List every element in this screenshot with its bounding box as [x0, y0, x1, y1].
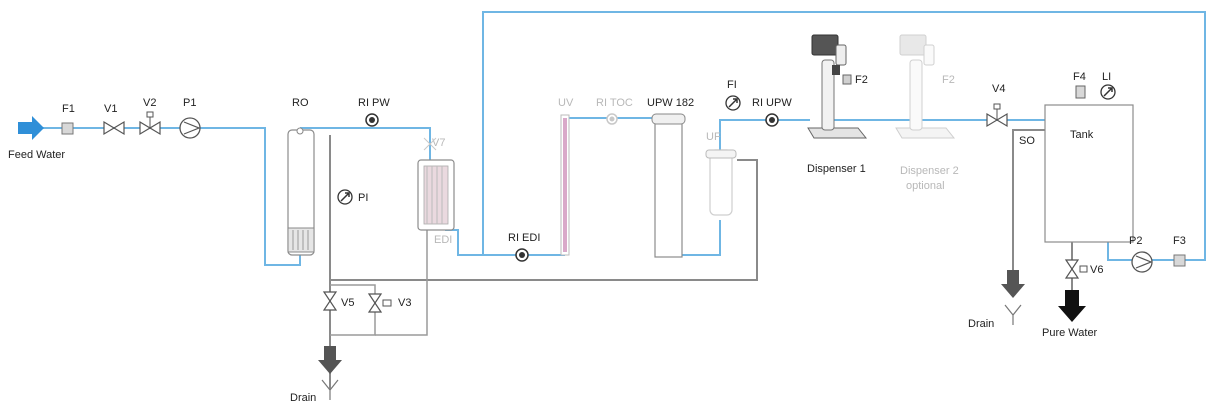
uf-cap: [705, 149, 737, 159]
valve-icon: [103, 120, 125, 136]
tank-p2-pipe: [1107, 240, 1135, 261]
f2-dispenser1-label: F2: [855, 74, 868, 86]
f3-label: F3: [1173, 235, 1186, 247]
p2-label: P2: [1129, 235, 1142, 247]
p1-label: P1: [183, 97, 196, 109]
v3-label: V3: [398, 297, 411, 309]
sensor-dot: [609, 116, 615, 122]
sensor-dot: [519, 252, 525, 258]
gauge-arrow: [728, 98, 738, 108]
valve-icon: [1064, 259, 1080, 279]
upw-outlet-pipe: [682, 220, 721, 256]
v1-label: V1: [104, 103, 117, 115]
uv-lamp-tube: [563, 118, 567, 252]
ri-pw-label: RI PW: [358, 97, 390, 109]
sensor-dot: [369, 117, 375, 123]
pure-water-label: Pure Water: [1042, 327, 1098, 339]
dispenser-optional-icon: [895, 34, 956, 139]
feed-water-label: Feed Water: [8, 149, 65, 161]
fi-label: FI: [727, 79, 737, 91]
ri-edi-label: RI EDI: [508, 232, 540, 244]
so-label: SO: [1019, 135, 1035, 147]
valve-actuator: [382, 299, 392, 307]
upw-cartridge-icon: [654, 114, 683, 258]
ro-label: RO: [292, 97, 309, 109]
drain-arrow-icon: [1001, 270, 1025, 298]
v4-label: V4: [992, 83, 1005, 95]
drain-icon: [1004, 304, 1022, 325]
drain-icon: [321, 379, 339, 400]
v7-valve-icon: [423, 137, 437, 151]
f2-dispenser2-label: F2: [942, 74, 955, 86]
upw182-label: UPW 182: [647, 97, 694, 109]
upw-cap: [651, 113, 686, 125]
f1-label: F1: [62, 103, 75, 115]
flow-meter-icon: [842, 74, 852, 85]
drain-right-label: Drain: [968, 318, 994, 330]
dispenser1-label: Dispenser 1: [807, 163, 866, 175]
uf-inlet-pipe: [719, 119, 810, 150]
tank-label: Tank: [1070, 129, 1094, 141]
feed-pipe: [40, 127, 301, 266]
uf-label: UF: [706, 131, 721, 143]
optional-label: optional: [906, 180, 945, 192]
sensor-dot: [769, 117, 775, 123]
pump-icon: [1131, 251, 1153, 273]
edi-outlet-pipe: [445, 229, 565, 256]
drain-left-label: Drain: [290, 392, 316, 404]
pump-triangle: [183, 121, 201, 135]
gauge-arrow: [340, 192, 350, 202]
ro-product-pipe: [300, 127, 431, 160]
ri-toc-label: RI TOC: [596, 97, 633, 109]
flow-meter-icon: [61, 122, 74, 135]
ri-upw-label: RI UPW: [752, 97, 792, 109]
dispenser-icon: [807, 34, 868, 139]
ro-cap: [296, 127, 304, 135]
pure-water-arrow-icon: [1058, 290, 1086, 322]
pump-triangle: [1135, 255, 1153, 269]
valve-actuator: [146, 111, 154, 118]
v7-label: V7: [432, 137, 445, 149]
f4-label: F4: [1073, 71, 1086, 83]
feed-arrow-icon: [18, 116, 44, 140]
valve-icon: [322, 291, 338, 311]
pump-icon: [179, 117, 201, 139]
edi-label: EDI: [434, 234, 452, 246]
uf-filter-icon: [709, 149, 733, 216]
v5-label: V5: [341, 297, 354, 309]
li-label: LI: [1102, 71, 1111, 83]
tank-icon: [1044, 104, 1134, 243]
v3-loop-pipe: [330, 284, 376, 336]
valve-icon: [367, 293, 383, 313]
flow-meter-icon: [1173, 254, 1186, 267]
drain-arrow-icon: [318, 346, 342, 374]
valve-actuator: [1079, 265, 1088, 273]
gauge-arrow: [1103, 87, 1113, 97]
uv-label: UV: [558, 97, 574, 109]
dispenser2-label: Dispenser 2: [900, 165, 959, 177]
edi-stack: [423, 165, 449, 225]
edi-drain-pipe: [375, 230, 428, 336]
flow-meter-icon: [1075, 85, 1086, 99]
ro-base: [287, 227, 315, 253]
valve-actuator: [993, 103, 1001, 110]
so-drain-pipe: [1012, 129, 1045, 285]
v6-label: V6: [1090, 264, 1103, 276]
v2-label: V2: [143, 97, 156, 109]
pi-label: PI: [358, 192, 368, 204]
reject-bypass-pipe: [330, 159, 758, 281]
